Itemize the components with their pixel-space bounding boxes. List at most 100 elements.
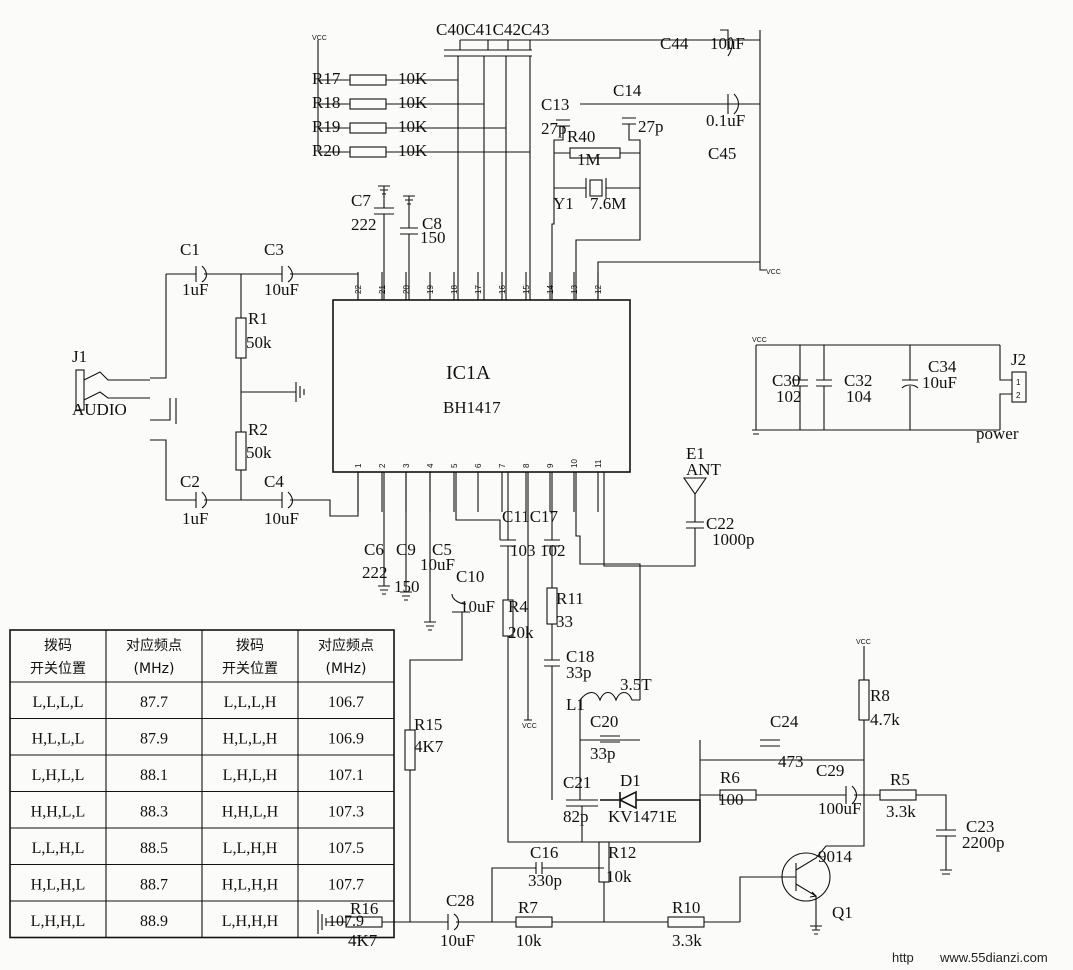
c7-symbol [374, 185, 394, 300]
r20-label: R20 [312, 141, 340, 160]
bottom-chain-wire [326, 913, 740, 931]
r15-wires [317, 770, 411, 934]
c30-label: C30 [772, 371, 800, 390]
table-cell: 107.1 [328, 767, 364, 784]
table-cell: L,L,L,L [32, 694, 83, 711]
c9-label: C9 [396, 540, 416, 559]
c17-value: 102 [540, 541, 566, 560]
power-section: VCC C30 102 C32 104 C34 10uF 1 2 J2 powe… [752, 337, 1027, 443]
c8-label: C8 [422, 214, 442, 233]
r8-label: R8 [870, 686, 890, 705]
ic-pin-number-8: 8 [522, 463, 531, 468]
c24-label: C24 [770, 712, 799, 731]
y1-value: 7.6M [590, 194, 626, 213]
r4-value: 20k [508, 623, 534, 642]
r19-value: 10K [398, 117, 428, 136]
ic-pin-number-16: 16 [498, 285, 507, 294]
r15-value: 4K7 [414, 737, 444, 756]
r16-label: R16 [350, 899, 378, 918]
e1-label: E1 [686, 444, 705, 463]
c2-value: 1uF [182, 509, 208, 528]
d1-label: D1 [620, 771, 641, 790]
vcc-pin8 [524, 472, 532, 721]
r10-body [667, 916, 705, 928]
r18-value: 10K [398, 93, 428, 112]
ic-pin-number-11: 11 [594, 459, 603, 468]
r40-value: 1M [577, 150, 601, 169]
c44-c45: C44 10uF 0.1uF C45 VCC [580, 29, 781, 300]
c16-label: C16 [530, 843, 558, 862]
watermark-site: www.55dianzi.com [939, 950, 1048, 965]
r16-value: 4K7 [348, 931, 378, 950]
table-cell: H,L,H,L [31, 877, 86, 894]
y1-body [589, 179, 603, 197]
c6-value: 222 [362, 563, 388, 582]
c20-value: 33p [590, 744, 616, 763]
table-cell: 88.5 [140, 840, 168, 857]
c29-value: 100uF [818, 799, 861, 818]
table-cell: 87.7 [140, 694, 168, 711]
r12-value: 10k [606, 867, 632, 886]
c40-c43-top [459, 39, 760, 50]
watermark-prefix: http [892, 950, 914, 965]
ic-body [332, 299, 631, 473]
j2-label: J2 [1011, 350, 1026, 369]
c14-value: 27p [638, 117, 664, 136]
table-cell: 106.7 [328, 694, 364, 711]
r18-label: R18 [312, 93, 340, 112]
ic-pin-number-4: 4 [426, 463, 435, 468]
c18-label: C18 [566, 647, 594, 666]
table-header-line2: (MHz) [326, 661, 367, 677]
r10-label: R10 [672, 898, 700, 917]
r1-label: R1 [248, 309, 268, 328]
ic-pin-number-2: 2 [378, 463, 387, 468]
ic-part: BH1417 [443, 398, 501, 417]
c5-label: C5 [432, 540, 452, 559]
c8-value: 150 [420, 228, 446, 247]
c10-label: C10 [456, 567, 484, 586]
table-cell: L,L,L,H [224, 694, 277, 711]
r1-body [235, 317, 247, 359]
c18-value: 33p [566, 663, 592, 682]
vcc-label-pin8: VCC [522, 723, 537, 730]
c44-label: C44 [660, 34, 689, 53]
transistor-section: VCC R8 4.7k C24 473 R6 100 C29 100uF R5 … [699, 639, 1005, 935]
power-rails [752, 344, 1000, 435]
r6-c29-wire [700, 785, 947, 830]
j2-pin1: 1 [1016, 378, 1021, 387]
c5-value: 10uF [420, 555, 455, 574]
c21-symbol [566, 799, 598, 842]
l1-symbol [575, 472, 641, 800]
c22-value: 1000p [712, 530, 755, 549]
c7-label: C7 [351, 191, 371, 210]
c7-value: 222 [351, 215, 377, 234]
ic-pin-number-6: 6 [474, 463, 483, 468]
power-caps [792, 345, 919, 430]
ic-pin-number-3: 3 [402, 463, 411, 468]
pin12-wire [597, 261, 760, 300]
r4-label: R4 [508, 597, 528, 616]
table-cell: 88.7 [140, 877, 168, 894]
c28-value: 10uF [440, 931, 475, 950]
c3-label: C3 [264, 240, 284, 259]
r15-section: R15 4K7 [317, 715, 444, 934]
table-cell: L,H,H,L [31, 913, 86, 930]
l1-label: L1 [566, 695, 585, 714]
r18-body [349, 98, 387, 110]
bottom-chain: C16 330p R12 10k R16 4K7 C28 10uF R7 10k… [326, 841, 740, 950]
r4-r11-wires [507, 624, 700, 843]
crystal-section: C13 27p C14 27p R40 1M Y1 7.6M [541, 81, 664, 300]
j2-body [1011, 371, 1027, 403]
r6-label: R6 [720, 768, 740, 787]
r7-body [515, 916, 553, 928]
c22-label: C22 [706, 514, 734, 533]
table-header-line2: 开关位置 [222, 661, 278, 677]
r17-label: R17 [312, 69, 341, 88]
audio-input-section: C1 1uF C3 10uF R1 50k R2 50k C2 1uF C4 1… [72, 240, 359, 528]
r17-body [349, 74, 387, 86]
ic-pin-number-10: 10 [570, 459, 579, 468]
d1-symbol [600, 790, 701, 842]
vcc-label-ic: VCC [766, 269, 781, 276]
